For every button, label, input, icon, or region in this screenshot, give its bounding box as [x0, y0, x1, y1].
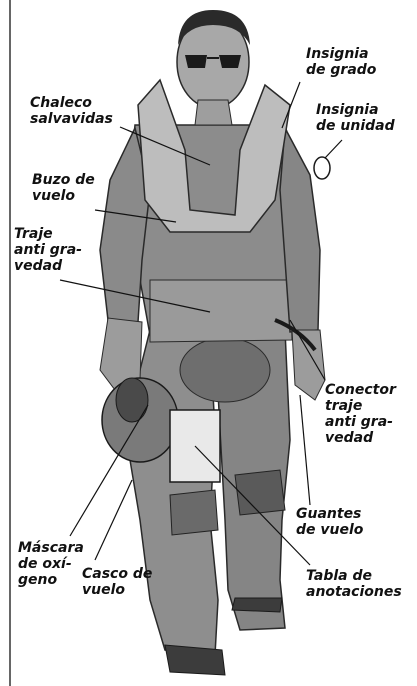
leader-buzo: [94, 209, 177, 223]
unit-patch: [313, 156, 331, 180]
right-boot: [231, 597, 283, 613]
life-vest: [137, 78, 291, 233]
anti-g-waist: [149, 279, 293, 343]
label-traje-anti-gravedad: Traje anti gra- vedad: [14, 226, 82, 274]
thigh-pocket: [179, 337, 271, 403]
label-guantes-de-vuelo: Guantes de vuelo: [296, 506, 364, 538]
leader-conector: [289, 319, 326, 381]
leader-mascara: [69, 404, 149, 537]
label-insignia-unidad: Insignia de unidad: [316, 102, 395, 134]
leader-insignia-unidad: [324, 139, 343, 159]
sunglasses: [185, 55, 241, 68]
label-conector-traje: Conector traje anti gra- vedad: [325, 382, 396, 446]
leader-casco: [94, 479, 133, 561]
label-mascara-oxigeno: Máscara de oxí- geno: [18, 540, 84, 588]
leader-insignia-grado: [281, 81, 301, 129]
oxygen-mask: [115, 377, 149, 423]
label-tabla-anotaciones: Tabla de anotaciones: [306, 568, 402, 600]
left-knee: [169, 489, 219, 536]
knee-pad: [234, 469, 286, 516]
leader-chaleco: [119, 126, 211, 166]
label-buzo-de-vuelo: Buzo de vuelo: [32, 172, 95, 204]
leader-guantes: [299, 394, 311, 506]
neck: [194, 99, 233, 126]
right-glove: [291, 329, 326, 401]
left-boot: [164, 644, 226, 676]
leader-tabla: [194, 445, 311, 566]
label-casco-de-vuelo: Casco de vuelo: [82, 566, 153, 598]
label-insignia-grado: Insignia de grado: [306, 46, 377, 78]
hair: [178, 10, 250, 45]
label-chaleco-salvavidas: Chaleco salvavidas: [30, 95, 113, 127]
leader-traje: [59, 279, 211, 313]
